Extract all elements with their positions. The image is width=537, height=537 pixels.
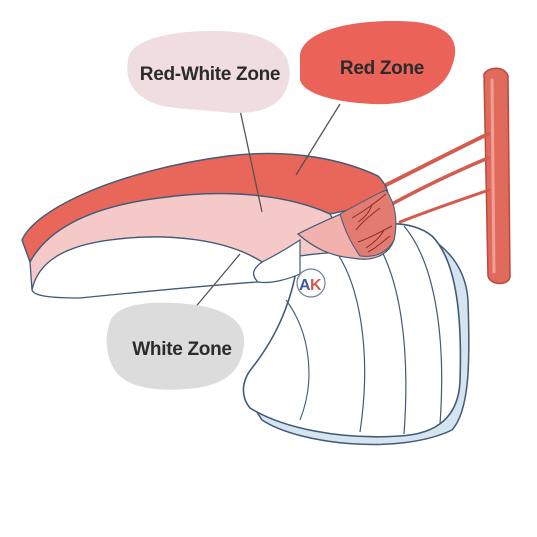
- horn-tip: [253, 238, 301, 284]
- white-zone-bubble: [106, 302, 245, 390]
- vessel-branch-upper: [378, 132, 490, 190]
- leader-red: [295, 103, 341, 176]
- logo-letter-a: A: [299, 277, 311, 294]
- vascular-patch-red: [339, 189, 397, 257]
- label-red-zone: Red Zone: [300, 21, 456, 105]
- white-zone-text: White Zone: [132, 339, 231, 360]
- vessel-trunk: [483, 67, 511, 285]
- label-white-zone: White Zone: [106, 302, 245, 390]
- capillary-2: [357, 225, 393, 253]
- vessel-branch-lower: [390, 156, 490, 206]
- red-white-bubble: [127, 31, 290, 113]
- blood-vessel: [378, 67, 511, 285]
- red-zone-bubble: [300, 21, 456, 105]
- vessel-highlight: [490, 78, 496, 274]
- fiber-line-4: [285, 299, 310, 421]
- fiber-line-3: [403, 225, 443, 425]
- meniscus: [21, 152, 470, 446]
- fiber-line-1: [329, 243, 366, 433]
- logo-letter-k: K: [310, 277, 322, 294]
- capillary-1: [351, 193, 387, 231]
- red-zone-text: Red Zone: [340, 58, 424, 79]
- ak-logo-icon: A K: [296, 268, 326, 298]
- leader-red-white: [239, 109, 263, 213]
- red-white-zone-text: Red-White Zone: [140, 64, 280, 85]
- vessel-branch-third: [398, 188, 491, 224]
- label-red-white-zone: Red-White Zone: [127, 31, 290, 113]
